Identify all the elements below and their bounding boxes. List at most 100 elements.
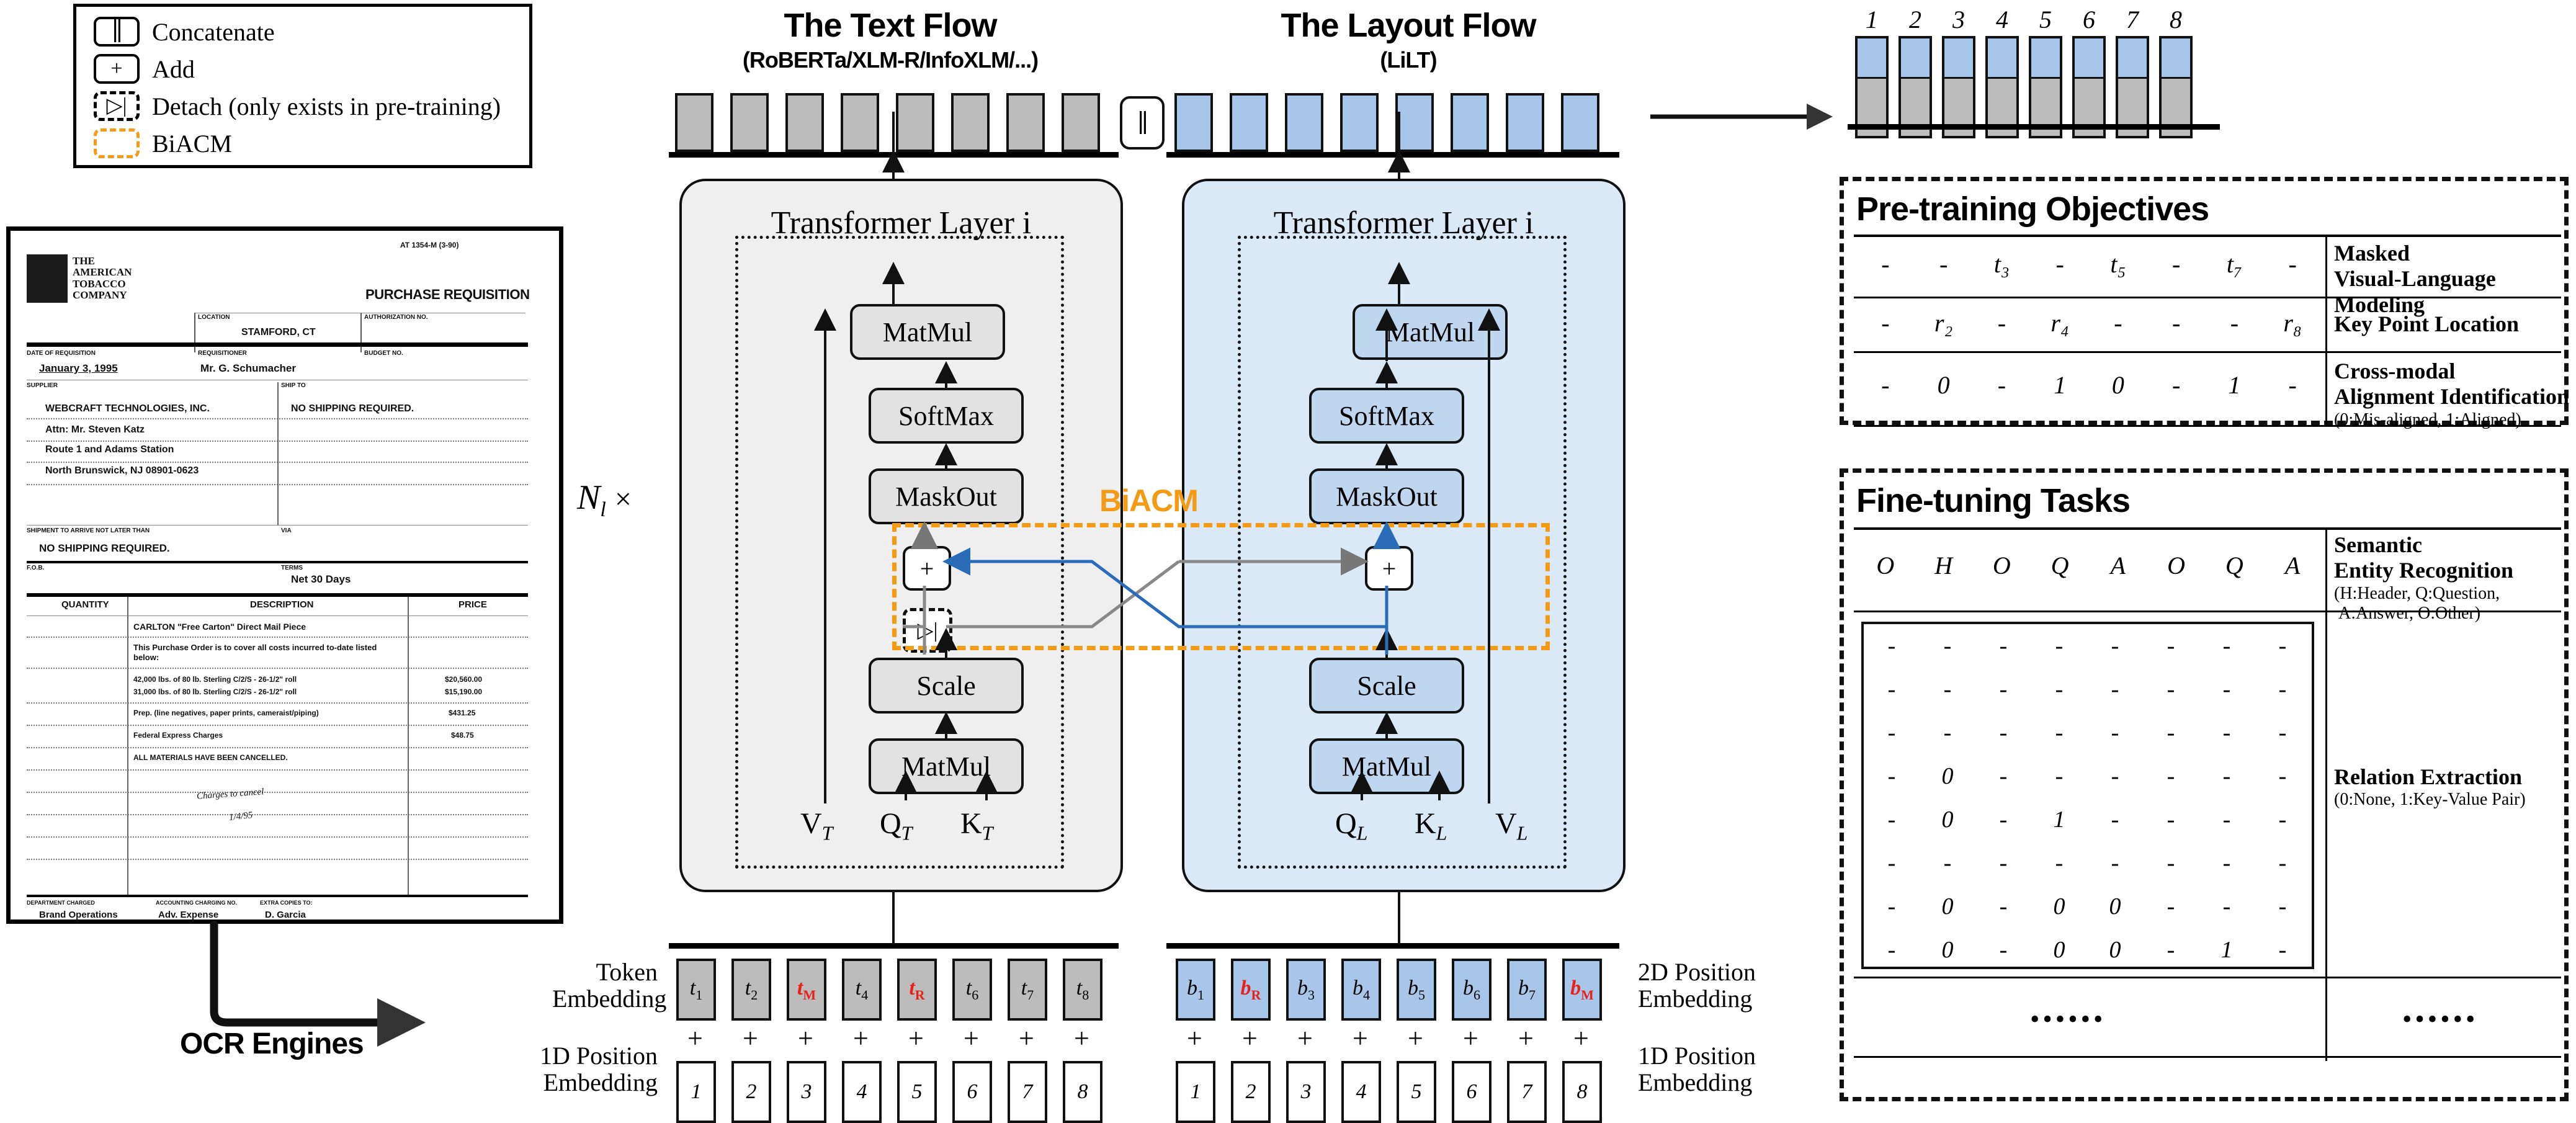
repeat-sub: l — [600, 498, 606, 522]
doc-field-label-authorization: AUTHORIZATION NO. — [364, 314, 428, 321]
ser-cell: A — [2110, 552, 2126, 579]
re-matrix-cell: - — [2111, 676, 2119, 702]
pretraining-cell: t₇ — [2226, 250, 2242, 278]
token-embedding-cell: b6 — [1452, 959, 1491, 1021]
add-icon: + — [94, 54, 140, 84]
token-bar — [1395, 93, 1434, 152]
text-embedding-baseline — [669, 943, 1119, 949]
token-bar — [1230, 93, 1268, 152]
layout-softmax: SoftMax — [1309, 388, 1464, 444]
token-embedding-cell: bR — [1231, 959, 1271, 1021]
doc-company-name: THE AMERICAN TOBACCO COMPANY — [73, 255, 132, 301]
pretraining-cell: t₅ — [2110, 250, 2126, 278]
doc-footer-value-acct: Adv. Expense — [158, 910, 219, 920]
re-matrix-cell: - — [1999, 850, 2008, 876]
doc-handwriting-1: Charges to cancel — [196, 787, 264, 802]
re-matrix-cell: 0 — [2109, 937, 2121, 963]
token-embedding-text: b6 — [1463, 976, 1480, 1003]
re-matrix-cell: - — [2278, 937, 2287, 963]
text-input-k: KT — [960, 807, 993, 844]
repeat-n: N — [577, 478, 601, 517]
doc-table-header-price: PRICE — [458, 599, 487, 610]
re-matrix-cell: - — [2055, 763, 2064, 789]
doc-row-desc-6: Federal Express Charges — [133, 731, 223, 740]
legend-label-concatenate: Concatenate — [152, 17, 275, 46]
re-matrix-cell: - — [2278, 633, 2287, 659]
token-embedding-text: t1 — [689, 976, 703, 1003]
doc-header-code: AT 1354-M (3-90) — [400, 241, 459, 249]
plus-sign: + — [1463, 1023, 1478, 1054]
token-embedding-text: b5 — [1408, 976, 1425, 1003]
finetuning-title: Fine-tuning Tasks — [1856, 482, 2131, 519]
pretraining-panel: Pre-training Objectives --t₃-t₅-t₇- -r₂-… — [1840, 177, 2569, 429]
re-matrix-row: -------- — [1864, 841, 2312, 885]
re-matrix-cell: - — [1943, 720, 1952, 746]
token-bar — [1285, 93, 1323, 152]
re-matrix-cell: - — [2055, 720, 2064, 746]
text-input-q: QT — [880, 807, 913, 844]
layout-input-q: QL — [1335, 807, 1368, 844]
re-matrix-cell: - — [1999, 807, 2008, 833]
layout-input-v: VL — [1495, 807, 1528, 844]
token-bar — [1006, 93, 1045, 152]
layout-attention-dotted-box — [1238, 236, 1567, 869]
doc-field-value-shipto: NO SHIPPING REQUIRED. — [291, 403, 414, 414]
re-matrix-cell: - — [1887, 893, 1896, 919]
ser-cell: Q — [2051, 552, 2069, 579]
token-bar — [841, 93, 879, 152]
text-layer-title: Transformer Layer i — [771, 205, 1032, 241]
legend-label-detach: Detach (only exists in pre-training) — [152, 92, 501, 120]
layout-input-k: KL — [1415, 807, 1447, 844]
pretraining-cell: - — [1881, 371, 1890, 399]
ser-cell: A — [2284, 552, 2301, 579]
pretraining-cell: - — [2288, 371, 2297, 399]
re-matrix-cell: - — [1999, 893, 2008, 919]
output-bar-label: 5 — [2039, 6, 2052, 34]
re-matrix-cell: - — [1887, 763, 1896, 789]
doc-field-label-location: LOCATION — [198, 314, 230, 321]
doc-field-value-terms: Net 30 Days — [291, 573, 351, 585]
re-matrix-cell: - — [2167, 893, 2175, 919]
pretraining-cell: - — [2114, 309, 2122, 337]
layout-embedding-baseline — [1166, 943, 1619, 949]
doc-field-label-budget: BUDGET NO. — [364, 350, 403, 357]
re-matrix-cell: - — [2167, 850, 2175, 876]
doc-row-desc-5: Prep. (line negatives, paper prints, cam… — [133, 709, 319, 717]
doc-field-value-requisitioner: Mr. G. Schumacher — [200, 362, 296, 374]
legend-item-concatenate: ∥ Concatenate — [94, 13, 529, 50]
token-bar — [1174, 93, 1213, 152]
token-embedding-cell: t1 — [676, 959, 716, 1021]
pretraining-cell: - — [2055, 250, 2064, 278]
position-embedding-cell: 3 — [1286, 1061, 1326, 1123]
token-embedding-text: b1 — [1187, 976, 1204, 1003]
output-bar — [1942, 36, 1975, 138]
pretraining-task-kpl: Key Point Location — [2334, 311, 2519, 336]
layout-scale: Scale — [1309, 658, 1464, 714]
layout-flow-header: The Layout Flow (LiLT) — [1185, 6, 1632, 73]
output-bar-layout-part — [1901, 38, 1930, 79]
token-embedding-text: t6 — [965, 976, 979, 1003]
doc-row-price-5: $431.25 — [449, 709, 476, 717]
pretraining-cell: r₂ — [1934, 309, 1953, 337]
legend-item-biacm: BiACM — [94, 125, 529, 162]
re-matrix-row: -------- — [1864, 624, 2312, 668]
re-matrix: -------------------------0-------0-1----… — [1864, 624, 2312, 972]
text-flow-subtitle: (RoBERTa/XLM-R/InfoXLM/...) — [742, 47, 1039, 73]
re-matrix-cell: - — [2167, 807, 2175, 833]
position-embedding-cell: 8 — [1562, 1061, 1602, 1123]
doc-supplier-line-2: Attn: Mr. Steven Katz — [45, 424, 145, 435]
re-matrix-row: -------- — [1864, 711, 2312, 754]
concatenate-glyph: ∥ — [111, 17, 123, 45]
token-embedding-cell: t4 — [842, 959, 882, 1021]
token-embedding-cell: t8 — [1063, 959, 1102, 1021]
concatenate-node: ∥ — [1120, 96, 1165, 150]
doc-row-price-6: $48.75 — [451, 731, 474, 740]
re-matrix-cell: - — [2111, 850, 2119, 876]
ser-cell: H — [1934, 552, 1953, 579]
plus-sign: + — [908, 1023, 924, 1054]
doc-footer-value-copies: D. Garcia — [265, 910, 306, 920]
re-matrix-cell: - — [1999, 633, 2008, 659]
